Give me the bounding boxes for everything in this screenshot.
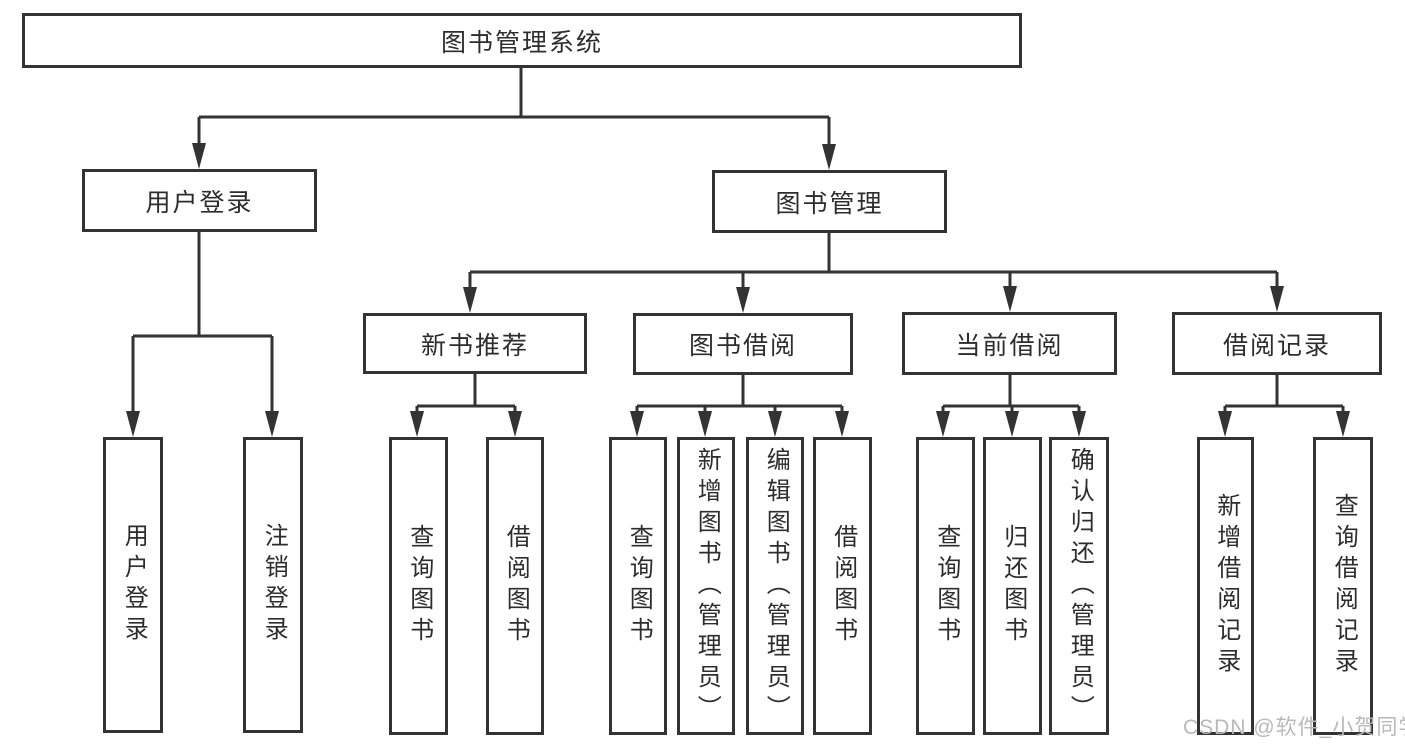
arrowhead (768, 411, 782, 437)
node-label: 图书管理 (775, 189, 884, 218)
node-label: 查询借阅记录 (1330, 493, 1358, 679)
edge-recommend-to-leaves (415, 374, 517, 414)
node-query-books-current: 查询图书 (916, 437, 975, 735)
node-user-login: 用户登录 (82, 169, 317, 232)
node-label: 新增借阅记录 (1212, 493, 1240, 679)
arrowhead (410, 411, 424, 437)
node-label: 编辑图书（管理员） (762, 446, 790, 726)
node-edit-books-admin: 编辑图书（管理员） (746, 437, 804, 735)
arrowhead (936, 411, 950, 437)
node-label: 查询图书 (405, 524, 433, 648)
edge-book-mgmt-to-level3 (468, 233, 1279, 290)
node-borrow-records: 借阅记录 (1172, 312, 1382, 375)
node-label: 确认归还（管理员） (1066, 446, 1094, 726)
node-label: 新书推荐 (420, 331, 529, 360)
node-label: 用户登录 (120, 523, 148, 647)
node-label: 借阅图书 (829, 524, 857, 648)
arrowhead (736, 287, 750, 313)
arrowhead (126, 411, 140, 437)
arrowhead (698, 411, 712, 437)
node-borrow-books-recommend: 借阅图书 (486, 437, 544, 735)
node-user-login-leaf: 用户登录 (103, 437, 163, 733)
node-root: 图书管理系统 (22, 13, 1022, 68)
node-label: 图书借阅 (688, 332, 797, 360)
arrowhead (630, 411, 644, 437)
node-label: 用户登录 (145, 188, 254, 217)
edge-records-to-leaves (1223, 375, 1345, 414)
node-label: 注销登录 (260, 523, 288, 647)
edge-current-to-leaves (941, 375, 1081, 414)
node-label: 归还图书 (999, 524, 1027, 648)
node-logout-leaf: 注销登录 (243, 437, 303, 733)
arrowhead (822, 144, 836, 170)
edge-borrow-to-leaves (635, 375, 844, 414)
node-label: 查询图书 (932, 524, 960, 648)
node-add-borrow-record: 新增借阅记录 (1197, 437, 1254, 735)
node-book-borrow: 图书借阅 (633, 313, 853, 375)
arrowhead (1005, 411, 1019, 437)
node-label: 新增图书（管理员） (693, 446, 721, 726)
node-label: 查询图书 (625, 524, 653, 648)
arrowhead (265, 411, 279, 437)
arrowhead (463, 287, 477, 313)
arrowhead (1003, 286, 1017, 312)
arrowhead (1072, 411, 1086, 437)
node-query-books-borrow: 查询图书 (609, 437, 667, 735)
node-confirm-return-admin: 确认归还（管理员） (1049, 437, 1109, 735)
csdn-watermark: CSDN @软件_小贺同学 (1183, 716, 1405, 739)
edge-root-to-level2 (197, 68, 831, 147)
node-return-books: 归还图书 (983, 437, 1042, 735)
node-add-books-admin: 新增图书（管理员） (677, 437, 735, 735)
node-label: 图书管理系统 (440, 28, 603, 57)
arrowhead (1270, 286, 1284, 312)
node-label: 借阅记录 (1222, 331, 1331, 360)
arrowhead (1218, 411, 1232, 437)
arrowhead (192, 143, 206, 169)
node-book-management: 图书管理 (712, 170, 947, 233)
node-borrow-books-leaf: 借阅图书 (813, 437, 872, 735)
node-label: 当前借阅 (955, 331, 1064, 360)
node-label: 借阅图书 (502, 524, 530, 648)
edge-user-login-to-leaves (131, 232, 274, 430)
arrowhead (508, 411, 522, 437)
node-query-books-recommend: 查询图书 (389, 437, 448, 735)
arrowhead (835, 411, 849, 437)
node-query-borrow-record: 查询借阅记录 (1313, 437, 1373, 735)
node-new-book-recommend: 新书推荐 (363, 313, 587, 374)
arrowhead (1336, 411, 1350, 437)
node-current-borrow: 当前借阅 (902, 312, 1117, 375)
